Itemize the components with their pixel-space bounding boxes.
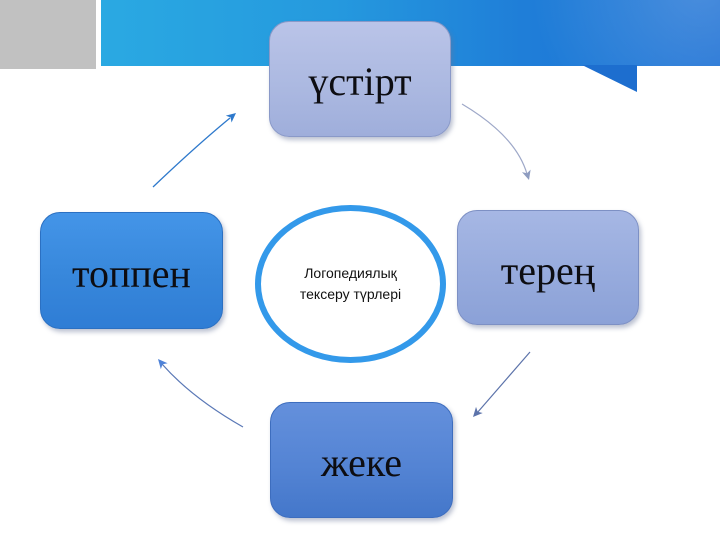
arrow-right-to-bottom-icon (473, 351, 531, 417)
arrow-left-to-top-icon (152, 113, 236, 188)
node-ustirt: үстірт (269, 21, 451, 137)
arrow-bottom-to-left-icon (158, 359, 244, 428)
node-toppen: топпен (40, 212, 223, 329)
node-ustirt-label: үстірт (308, 59, 412, 104)
center-ellipse: Логопедиялық тексеру түрлері (255, 205, 446, 363)
center-ellipse-label: Логопедиялық тексеру түрлері (299, 265, 402, 302)
corner-gray-block (0, 0, 96, 69)
node-teren-label: терең (500, 247, 596, 293)
header-band-notch (582, 65, 637, 92)
node-toppen-label: топпен (72, 250, 191, 296)
node-teren: терең (457, 210, 639, 325)
node-zheke: жеке (270, 402, 453, 518)
node-zheke-label: жеке (320, 440, 403, 485)
arrow-top-to-right-icon (461, 103, 531, 180)
